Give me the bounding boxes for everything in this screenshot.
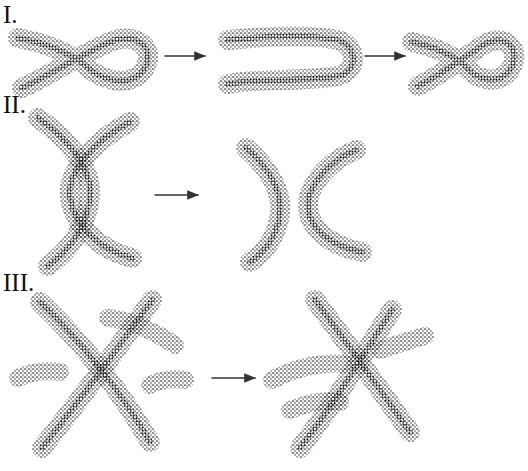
step-arrow [165,55,205,57]
chromosome-recombined [272,300,425,448]
step-arrow [155,194,198,196]
chromosome-crossover [18,300,185,448]
chromosome-hairpin [228,36,353,84]
chromosome-loop [18,38,148,88]
step-arrow [365,55,405,57]
step-arrow [212,377,255,379]
panel-label: III. [3,270,34,295]
panel-label: I. [3,2,18,27]
chromosome-arcs-separated [246,148,362,262]
chromosome-loop [412,40,514,86]
chromosome-arcs-joined [38,118,132,266]
panel-label: II. [3,92,26,117]
